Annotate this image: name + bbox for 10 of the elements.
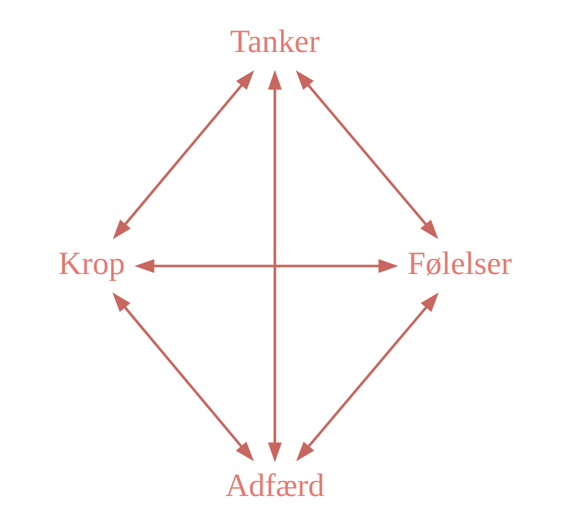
arrow (295, 70, 438, 240)
node-text: Følelser (406, 246, 512, 282)
arrow (267, 70, 282, 462)
arrow (296, 292, 438, 462)
arrow (134, 259, 398, 273)
arrow (112, 292, 254, 462)
node-text: Tanker (230, 24, 320, 60)
node-text: Krop (58, 246, 124, 282)
arrow (112, 70, 254, 240)
node-text: Adfærd (224, 468, 324, 504)
